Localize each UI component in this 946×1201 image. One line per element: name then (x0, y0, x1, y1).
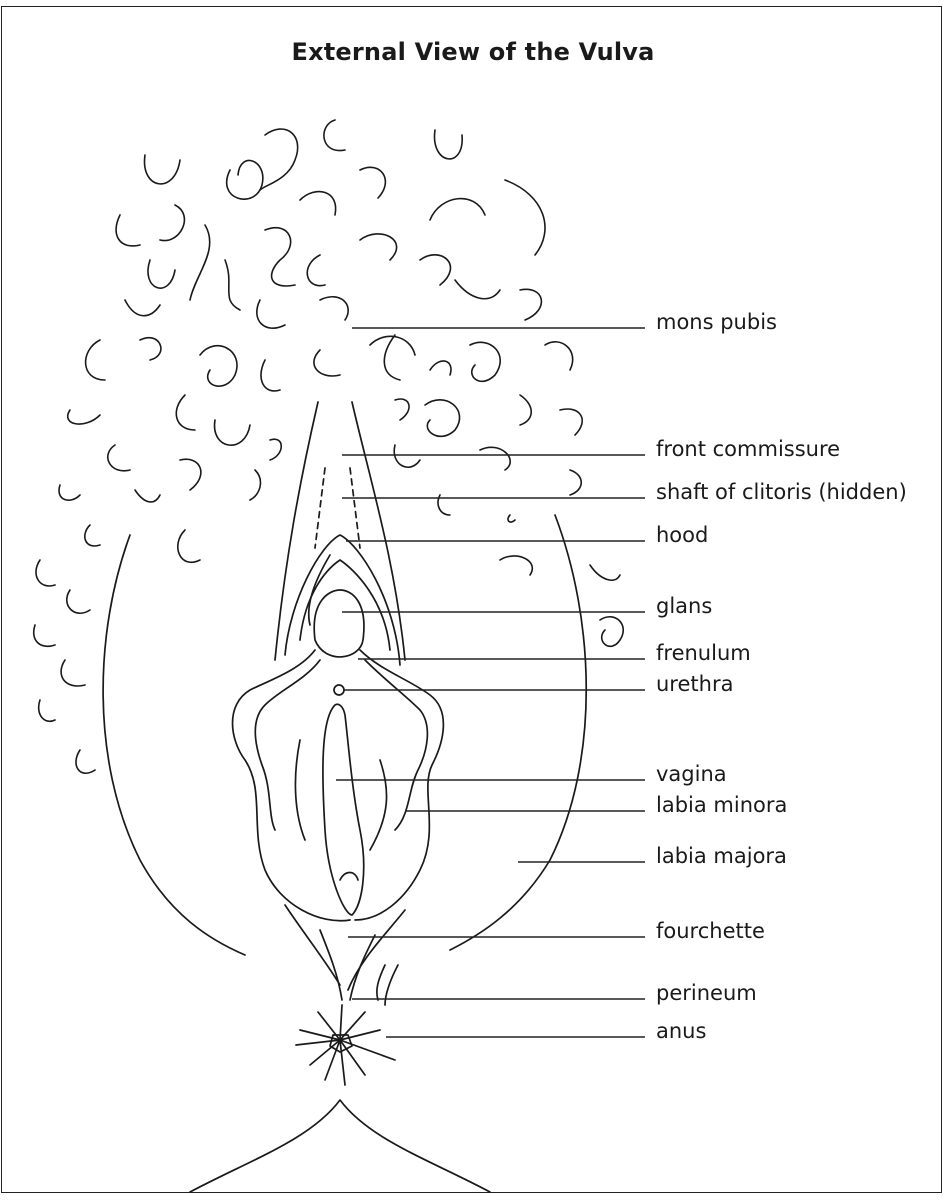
labia-majora-left-outline (102, 534, 246, 956)
clitoral-hood-inner (299, 559, 391, 651)
labia-minora-right-inner (364, 659, 429, 831)
diagram-title: External View of the Vulva (291, 38, 655, 66)
diagram-frame (1, 6, 942, 1193)
pubic-hair (33, 119, 624, 774)
label-mons-pubis: mons pubis (656, 310, 777, 334)
label-fourchette: fourchette (656, 919, 765, 943)
clitoral-shaft-dashes-left (314, 467, 326, 549)
label-glans: glans (656, 594, 712, 618)
anus-shape (295, 1004, 396, 1086)
label-labia-majora: labia majora (656, 844, 787, 868)
label-vagina: vagina (656, 762, 727, 786)
label-urethra: urethra (656, 672, 733, 696)
label-hood: hood (656, 523, 708, 547)
label-frenulum: frenulum (656, 641, 751, 665)
labia-majora-right-outline (449, 514, 588, 951)
label-front-commissure: front commissure (656, 437, 840, 461)
vaginal-opening (322, 703, 365, 916)
leader-lines (336, 327, 645, 1038)
labia-minora-left (231, 649, 351, 922)
urethra-opening (333, 684, 345, 696)
labia-minora-left-inner (254, 659, 321, 831)
label-shaft-of-clitoris: shaft of clitoris (hidden) (656, 480, 907, 504)
label-perineum: perineum (656, 981, 757, 1005)
label-anus: anus (656, 1019, 706, 1043)
glans-outline (313, 589, 365, 658)
clitoral-hood (284, 534, 401, 666)
clitoral-shaft-dashes-right (349, 467, 361, 549)
buttocks-outline (189, 1099, 491, 1193)
mons-left-line (274, 401, 319, 661)
labia-minora-right (354, 649, 445, 921)
label-labia-minora: labia minora (656, 793, 787, 817)
mons-right-line (351, 401, 406, 661)
